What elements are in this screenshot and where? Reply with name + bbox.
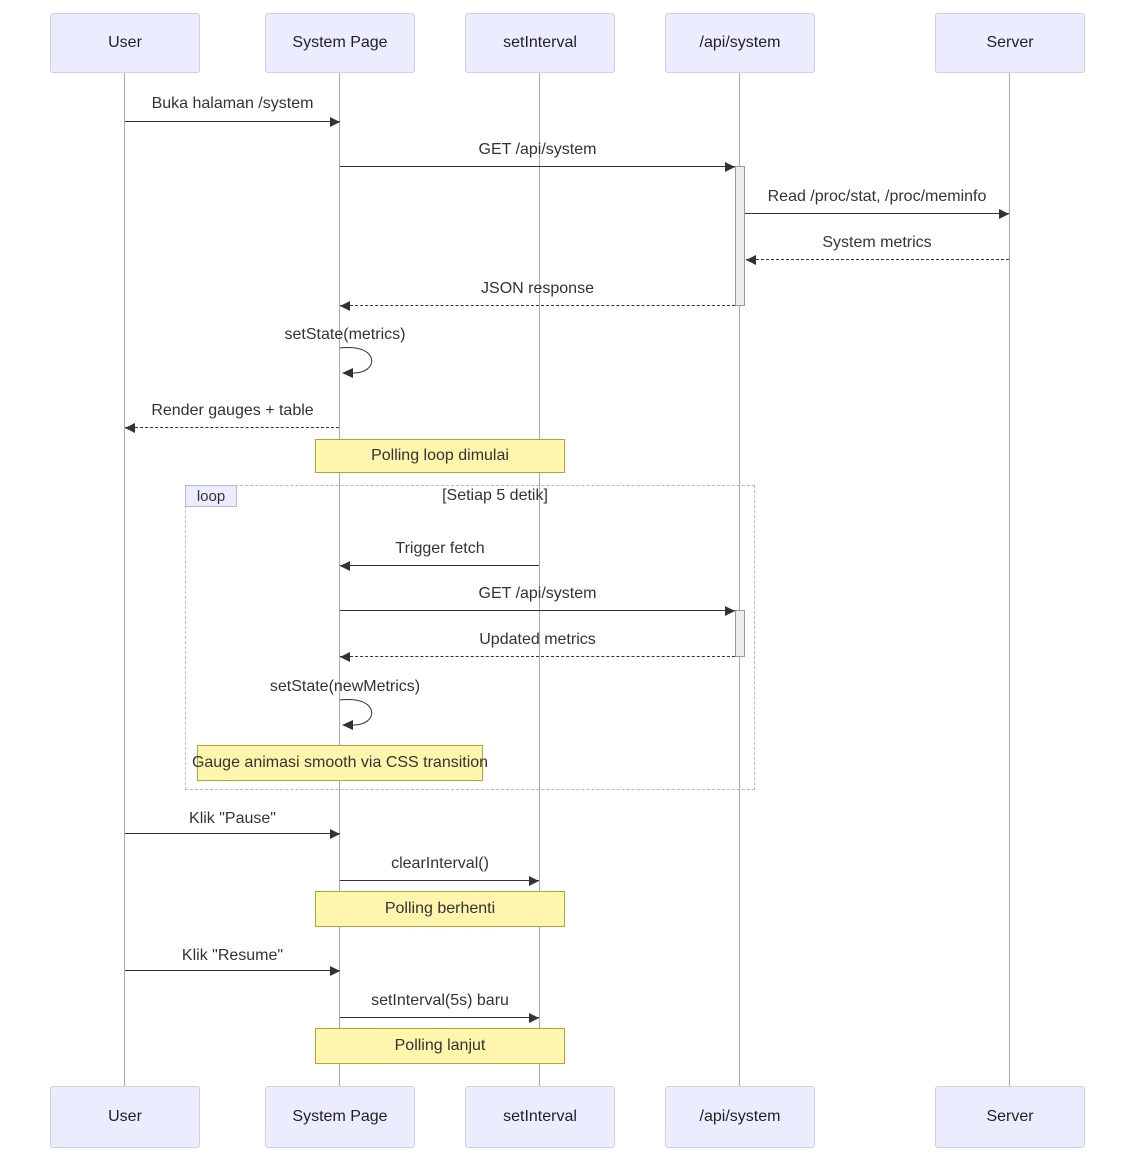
participant-server-bottom: Server [935,1086,1085,1148]
message-arrow [340,162,735,172]
message-label: Read /proc/stat, /proc/meminfo [767,188,987,205]
self-message-arrow [339,347,372,378]
message-label: Render gauges + table [151,402,314,419]
note: Polling lanjut [315,1028,565,1064]
note: Gauge animasi smooth via CSS transition [192,745,488,781]
message-label: Klik "Pause" [189,810,276,827]
message-label: clearInterval() [391,855,489,872]
message-arrow [746,255,1009,265]
activation-bar [735,610,745,657]
loop-condition: [Setiap 5 detik] [442,487,548,504]
message-arrow [340,652,735,662]
participant-setinterval-top: setInterval [465,13,615,73]
message-arrow [125,117,340,127]
message-arrow [340,301,735,311]
lifeline-system-page [339,73,340,1086]
message-arrow [340,1013,539,1023]
message-label: setState(metrics) [284,326,406,343]
activation-bar [735,166,745,306]
message-label: GET /api/system [478,585,597,602]
note: Polling loop dimulai [315,439,565,473]
message-label: setState(newMetrics) [269,678,421,695]
message-arrow [340,561,539,571]
message-label: System metrics [822,234,932,251]
participant-server-top: Server [935,13,1085,73]
participant-system-page-bottom: System Page [265,1086,415,1148]
participant-system-page-top: System Page [265,13,415,73]
message-label: JSON response [481,280,594,297]
message-arrow [125,966,340,976]
message-arrow [125,829,340,839]
message-arrow [745,209,1009,219]
note: Polling berhenti [315,891,565,927]
self-message-arrow [339,699,372,730]
message-arrow [125,423,339,433]
loop-frame [185,485,755,790]
participant-api-system-bottom: /api/system [665,1086,815,1148]
lifeline-server [1009,73,1010,1086]
message-label: Updated metrics [479,631,596,648]
message-label: Trigger fetch [395,540,485,557]
loop-label: loop [185,485,237,507]
message-label: Klik "Resume" [181,947,284,964]
participant-api-system-top: /api/system [665,13,815,73]
message-arrow [340,606,735,616]
message-label: setInterval(5s) baru [371,992,509,1009]
lifeline-user [124,73,125,1086]
participant-setinterval-bottom: setInterval [465,1086,615,1148]
participant-user-top: User [50,13,200,73]
message-label: GET /api/system [478,141,597,158]
message-label: Buka halaman /system [151,95,314,112]
participant-user-bottom: User [50,1086,200,1148]
lifeline-setinterval [539,73,540,1086]
lifeline-api-system [739,73,740,1086]
message-arrow [340,876,539,886]
